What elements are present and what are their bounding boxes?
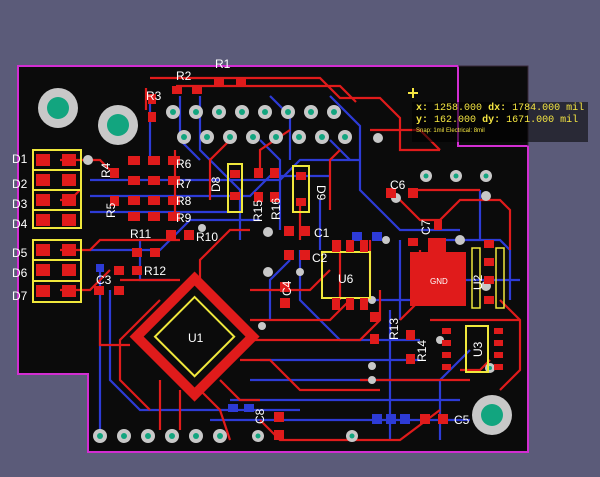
label-r10: R10 [196,230,218,244]
label-r11: R11 [130,227,151,241]
label-u3: U3 [471,341,485,357]
label-d6: D6 [12,266,28,280]
label-r7: R7 [176,177,192,191]
u3-package [465,325,489,373]
readout-y-row: y: 162.000 dy: 1671.000 mil [416,115,584,127]
label-r3: R3 [146,89,162,103]
label-u6: U6 [338,272,354,286]
label-r4: R4 [99,162,113,178]
label-u2: U2 [471,274,485,290]
x-label: x: [416,103,429,114]
bottom-pads [96,232,410,424]
label-d3: D3 [12,197,28,211]
led-silkscreen [32,149,310,303]
label-c3: C3 [96,273,112,287]
mounting-holes [38,88,512,435]
label-c4: C4 [280,280,294,296]
dx-label: dx: [488,103,507,114]
label-d1: D1 [12,152,28,166]
label-d5: D5 [12,246,28,260]
readout-x-row: x: 1258.000 dx: 1784.000 mil [416,103,584,115]
label-d2: D2 [12,177,28,191]
x-value: 1258.000 [434,103,483,114]
label-r6: R6 [176,157,192,171]
label-c2: C2 [312,251,328,265]
label-r15: R15 [251,200,265,222]
label-d9: D9 [314,185,328,201]
label-r1: R1 [215,57,231,71]
y-label: y: [416,115,429,126]
label-r13: R13 [387,318,401,340]
label-r8: R8 [176,194,192,208]
u2-package [410,238,505,309]
label-r9: R9 [176,211,192,225]
dx-value: 1784.000 mil [512,103,585,114]
label-r14: R14 [415,340,429,362]
label-r5: R5 [104,202,118,218]
label-c7: C7 [419,219,433,235]
u6-package [321,240,371,310]
dy-value: 1671.000 mil [506,115,579,126]
label-c1: C1 [314,226,330,240]
label-d8: D8 [209,176,223,192]
label-d4: D4 [12,217,28,231]
label-d7: D7 [12,289,28,303]
label-r12: R12 [144,264,166,278]
dy-label: dy: [482,115,501,126]
coordinate-readout: x: 1258.000 dx: 1784.000 mil y: 162.000 … [412,102,588,142]
y-value: 162.000 [434,115,477,126]
label-gnd: GND [430,277,448,286]
silkscreen-labels: R1 R2 R3 D1 D2 D3 D4 D5 D6 D7 R4 R5 R6 R… [12,57,485,427]
label-r16: R16 [269,198,283,220]
label-c6: C6 [390,178,406,192]
label-r2: R2 [176,69,192,83]
label-u1: U1 [188,331,204,345]
label-c5: C5 [454,413,470,427]
label-c8: C8 [253,408,267,424]
snap-status: Snap: 1mil Electrical: 8mil [416,128,485,134]
smd-pads [36,78,503,440]
header-pads [93,105,352,443]
cursor-crosshair-icon [408,88,418,98]
